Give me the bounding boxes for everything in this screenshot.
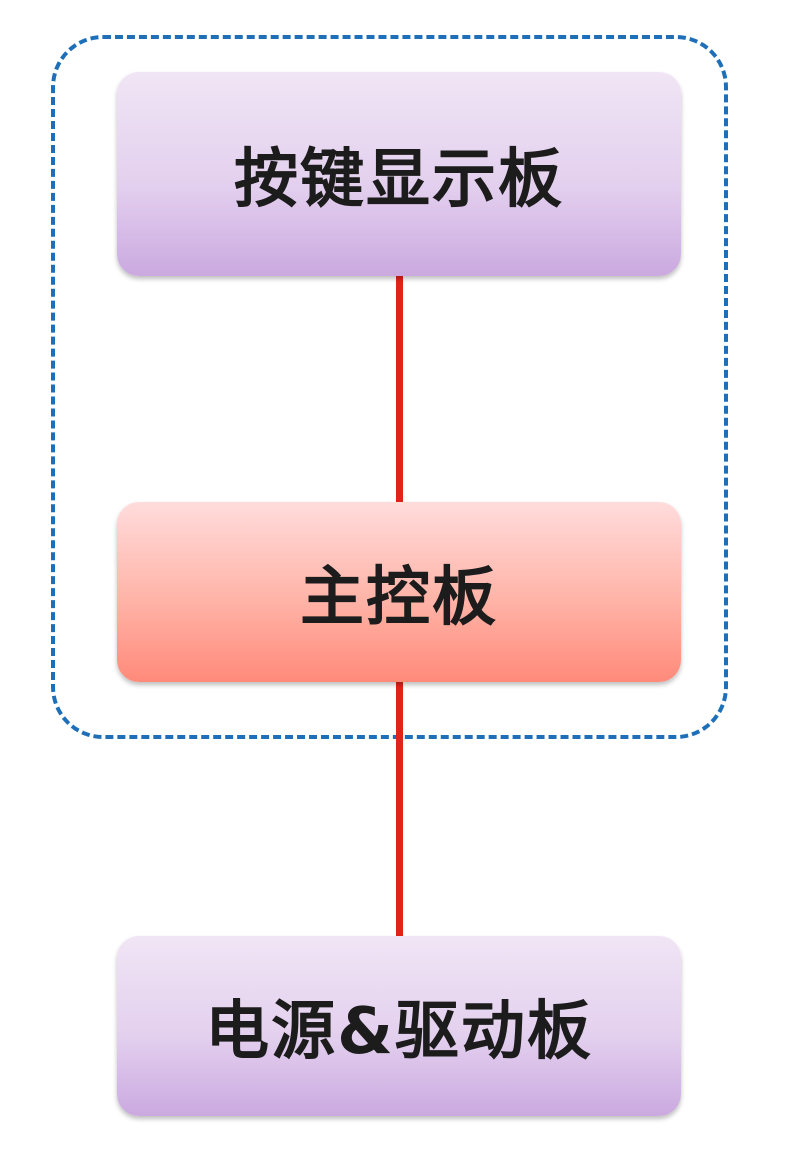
node-power-driver-board: 电源&驱动板	[117, 936, 681, 1116]
node-main-control-board: 主控板	[117, 502, 681, 682]
node-label-key-display-board: 按键显示板	[234, 143, 564, 217]
dashed-group-boundary	[51, 35, 728, 739]
node-label-power-driver-board: 电源&驱动板	[205, 995, 593, 1069]
connector-keydisplay-to-main	[396, 276, 403, 502]
node-key-display-board: 按键显示板	[117, 72, 681, 276]
node-label-main-control-board: 主控板	[300, 561, 498, 635]
connector-main-to-power	[396, 682, 403, 936]
